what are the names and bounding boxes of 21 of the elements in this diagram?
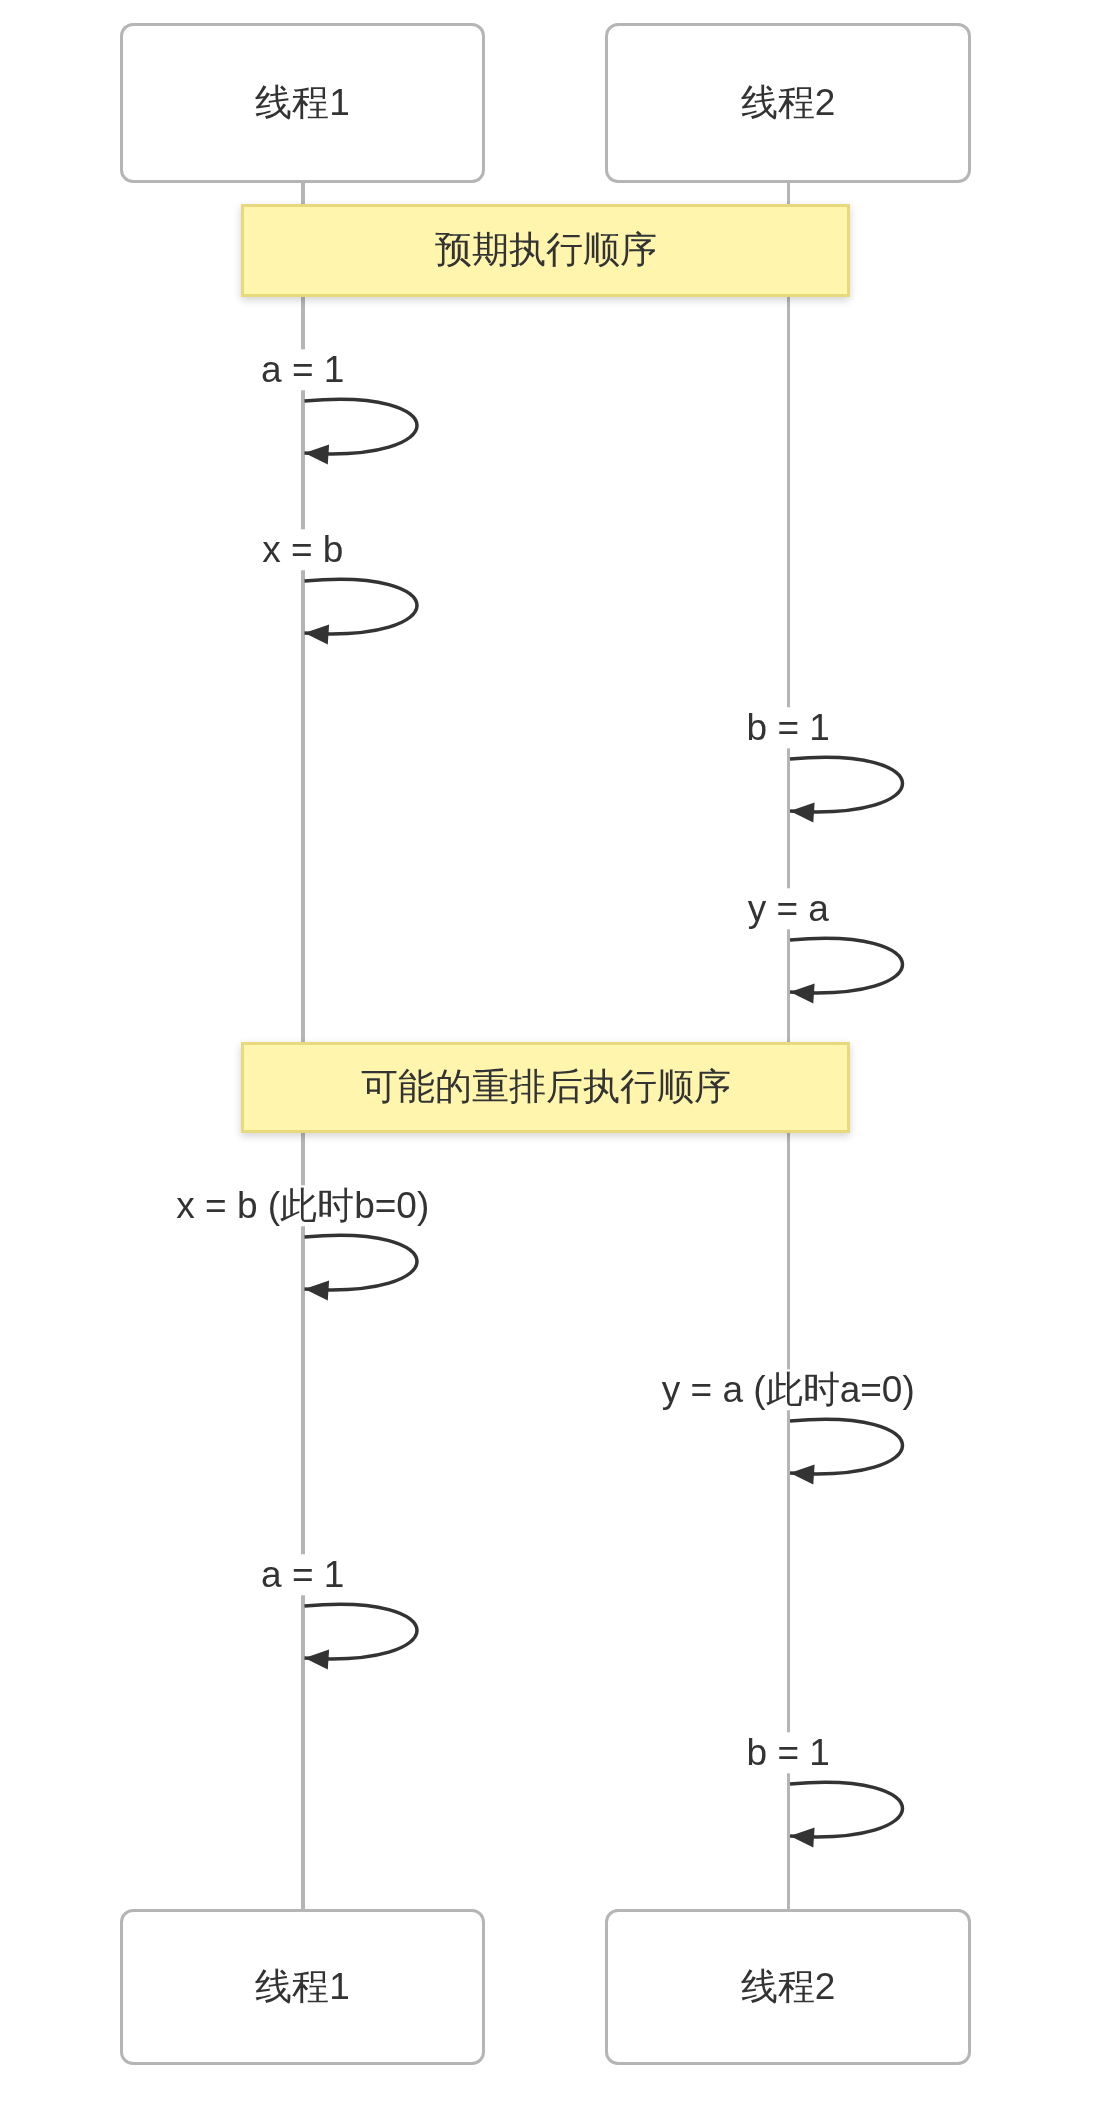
participant-box <box>120 23 485 183</box>
self-message-arrow <box>789 1417 905 1484</box>
participant-box <box>605 1909 971 2065</box>
participant-name: 线程1 <box>255 1964 350 2009</box>
message-label: y = a <box>744 888 832 930</box>
self-message-arrow <box>304 397 419 464</box>
self-message-arrow <box>789 755 905 822</box>
self-message-arrow <box>789 1780 905 1847</box>
note-text: 预期执行顺序 <box>434 228 657 273</box>
participant-name: 线程2 <box>740 80 836 125</box>
self-message-arrow <box>304 577 419 644</box>
note-text: 可能的重排后执行顺序 <box>360 1065 731 1110</box>
self-message-arrow <box>304 1602 419 1669</box>
participant-name: 线程1 <box>255 80 350 125</box>
note-box <box>241 1042 850 1133</box>
self-message-arrow <box>789 936 905 1003</box>
participant-box <box>605 23 971 183</box>
self-message-arrow <box>304 1233 419 1300</box>
note-box <box>241 204 850 297</box>
participant-name: 线程2 <box>740 1964 836 2009</box>
participant-box <box>120 1909 485 2065</box>
